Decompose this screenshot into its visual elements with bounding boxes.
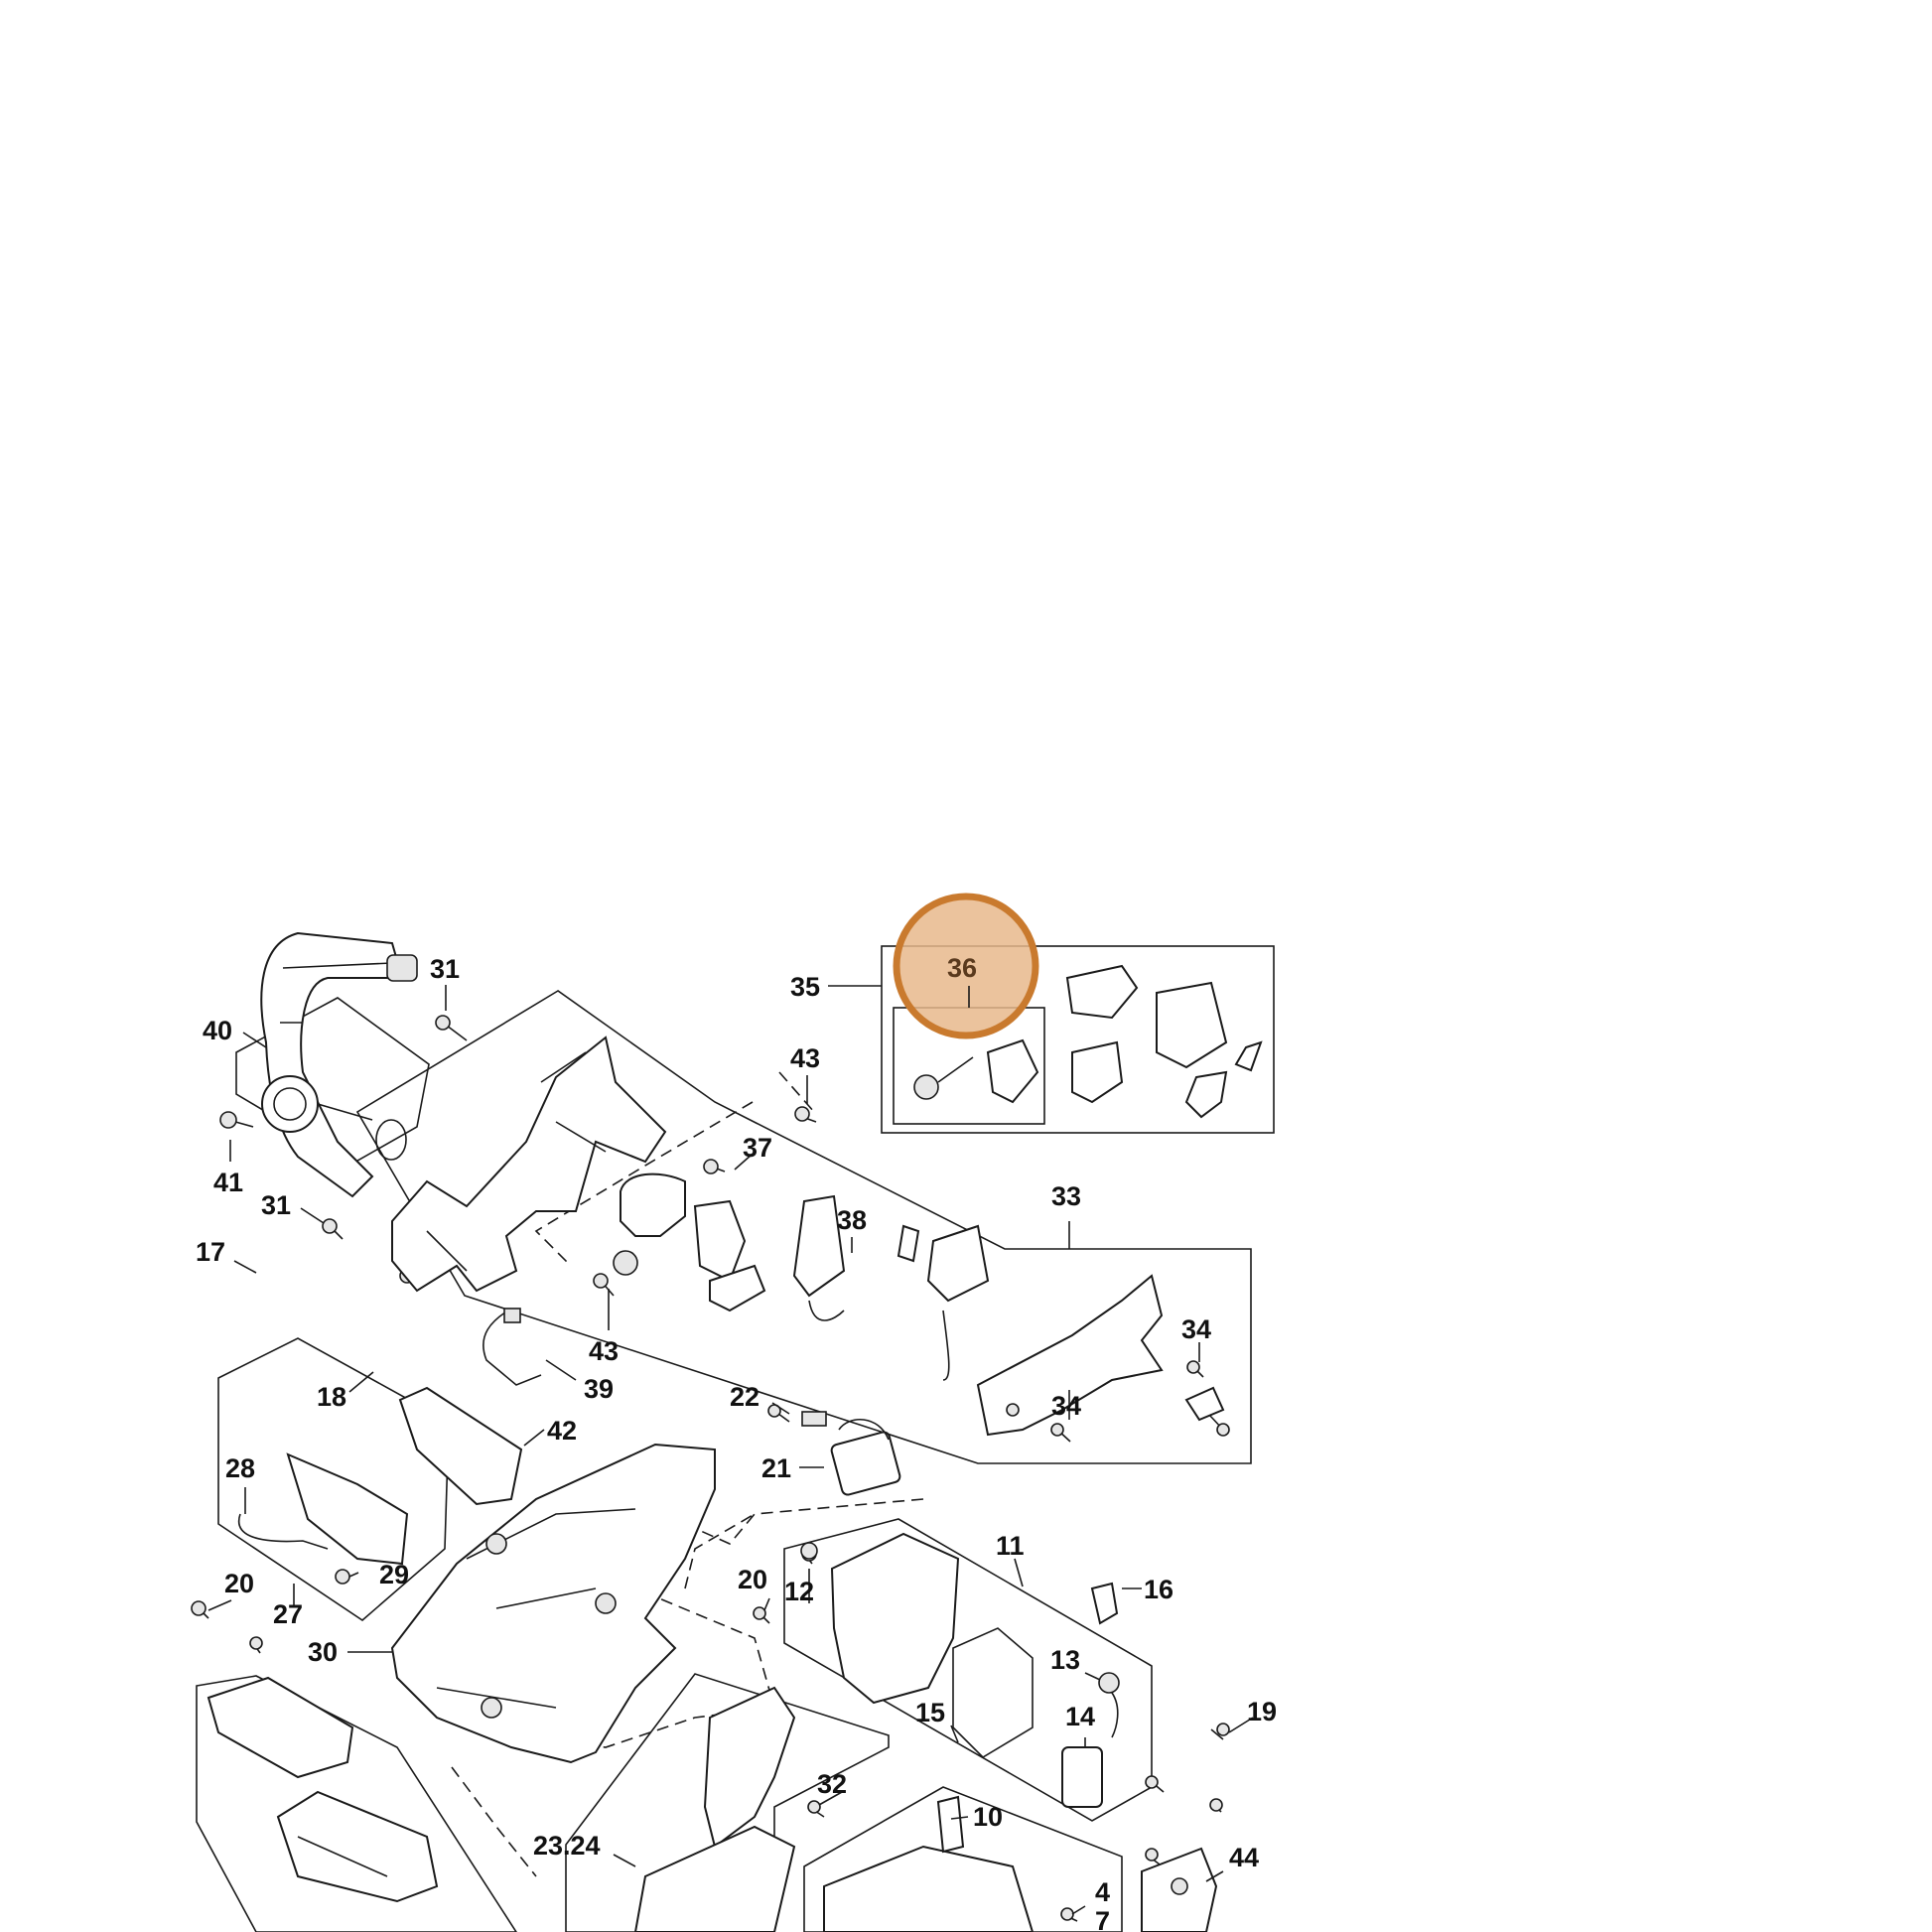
switch-33-part	[926, 1224, 990, 1303]
label-16[interactable]: 16	[1144, 1575, 1173, 1604]
crankcase-30-part	[390, 1443, 716, 1764]
label-12[interactable]: 12	[784, 1577, 814, 1606]
label-39[interactable]: 39	[584, 1374, 614, 1404]
label-14[interactable]: 14	[1065, 1702, 1095, 1731]
filler-cap-part	[261, 1075, 319, 1133]
part-drawings	[191, 931, 1263, 1932]
cover-42-part	[398, 1386, 523, 1506]
label-30[interactable]: 30	[308, 1637, 338, 1667]
callout-labels: 31 40 35 43 41 37 31 33 38 17 34 43 39 1…	[196, 954, 1277, 1932]
cover-28-part	[286, 1452, 409, 1566]
label-43[interactable]: 43	[790, 1043, 820, 1073]
label-22[interactable]: 22	[730, 1382, 759, 1412]
label-19[interactable]: 19	[1247, 1697, 1277, 1726]
label-37[interactable]: 37	[743, 1133, 772, 1163]
label-32[interactable]: 32	[817, 1769, 847, 1799]
label-28[interactable]: 28	[225, 1453, 255, 1483]
module-21-part	[830, 1431, 901, 1496]
frame-housing-33	[355, 990, 1252, 1464]
label-21[interactable]: 21	[761, 1453, 791, 1483]
frame-27-29	[217, 1337, 450, 1622]
label-11[interactable]: 11	[996, 1531, 1025, 1561]
handlebar-part	[260, 931, 404, 1198]
highlight-circle[interactable]	[893, 893, 1039, 1039]
label-33[interactable]: 33	[1051, 1181, 1081, 1211]
label-43[interactable]: 43	[589, 1336, 619, 1366]
leader-lines	[207, 985, 1254, 1915]
cover-11-part	[830, 1532, 960, 1705]
kit-35-trigger-part	[1065, 964, 1139, 1020]
label-27[interactable]: 27	[273, 1599, 303, 1629]
throttle-trigger-part	[620, 1173, 686, 1237]
label-13[interactable]: 13	[1050, 1645, 1080, 1675]
rear-handle-part	[391, 1035, 667, 1293]
label-20[interactable]: 20	[224, 1569, 254, 1598]
label-40[interactable]: 40	[203, 1016, 232, 1045]
label-34[interactable]: 34	[1181, 1314, 1211, 1344]
label-42[interactable]: 42	[547, 1416, 577, 1446]
label-36[interactable]: 36	[947, 953, 977, 983]
frame-kit-35	[881, 945, 1275, 1134]
label-31[interactable]: 31	[261, 1190, 291, 1220]
label-31[interactable]: 31	[430, 954, 460, 984]
frame-bottom-center	[565, 1673, 890, 1932]
label-18[interactable]: 18	[317, 1382, 346, 1412]
housing-cover-33-part	[976, 1274, 1164, 1437]
highlighted-part-36[interactable]: 36	[893, 893, 1039, 1039]
label-35[interactable]: 35	[790, 972, 820, 1002]
label-4[interactable]: 4	[1095, 1877, 1110, 1907]
label-38[interactable]: 38	[837, 1205, 867, 1235]
label-34[interactable]: 34	[1051, 1391, 1081, 1421]
label-17[interactable]: 17	[196, 1237, 225, 1267]
label-23-24[interactable]: 23.24	[533, 1831, 601, 1861]
label-29[interactable]: 29	[379, 1560, 409, 1589]
label-15[interactable]: 15	[915, 1698, 945, 1727]
frame-bottom-right	[803, 1786, 1123, 1932]
switch-38-part	[792, 1194, 846, 1298]
filter-14-part	[1061, 1746, 1103, 1808]
frame-bottom-left	[196, 1675, 517, 1932]
assembly-23-24-part	[703, 1686, 796, 1849]
label-41[interactable]: 41	[213, 1168, 243, 1197]
label-7[interactable]: 7	[1095, 1906, 1110, 1932]
label-10[interactable]: 10	[973, 1802, 1003, 1832]
frame-17-18	[235, 997, 430, 1165]
label-44[interactable]: 44	[1229, 1843, 1259, 1872]
label-20[interactable]: 20	[738, 1565, 767, 1594]
o-ring-18-part	[375, 1119, 407, 1161]
